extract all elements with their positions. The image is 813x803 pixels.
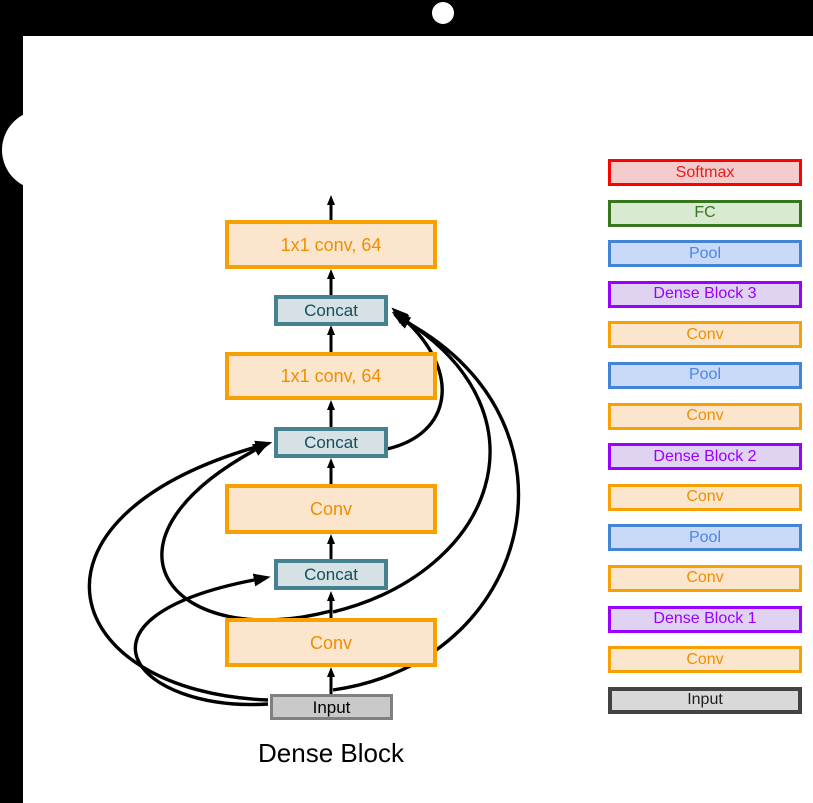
legend-conv-4: Conv bbox=[608, 402, 802, 430]
legend-conv-3: Conv bbox=[608, 483, 802, 511]
legend-softmax: Softmax bbox=[608, 159, 802, 186]
left-bulge-shape bbox=[2, 110, 82, 190]
block-concat-top: Concat bbox=[274, 295, 388, 326]
block-1x1-conv-mid: 1x1 conv, 64 bbox=[225, 352, 437, 400]
block-concat-bottom: Concat bbox=[274, 559, 388, 590]
block-concat-mid: Concat bbox=[274, 427, 388, 458]
legend-pool-1: Pool bbox=[608, 524, 802, 552]
legend-conv-2: Conv bbox=[608, 564, 802, 592]
block-conv-mid: Conv bbox=[225, 484, 437, 534]
top-dot-shape bbox=[432, 2, 454, 24]
legend-pool-3: Pool bbox=[608, 240, 802, 268]
diagram-title: Dense Block bbox=[258, 738, 404, 768]
legend-conv-1: Conv bbox=[608, 646, 802, 674]
legend-conv-5: Conv bbox=[608, 321, 802, 349]
block-1x1-conv-top: 1x1 conv, 64 bbox=[225, 220, 437, 269]
block-input: Input bbox=[270, 694, 393, 720]
block-conv-bottom: Conv bbox=[225, 618, 437, 667]
legend-pool-2: Pool bbox=[608, 361, 802, 389]
legend-dense-block-2: Dense Block 2 bbox=[608, 443, 802, 471]
legend-input: Input bbox=[608, 686, 802, 714]
legend-fc: FC bbox=[608, 199, 802, 227]
legend-dense-block-1: Dense Block 1 bbox=[608, 605, 802, 633]
architecture-stack: Softmax FC Pool Dense Block 3 Conv Pool … bbox=[608, 159, 802, 714]
legend-dense-block-3: Dense Block 3 bbox=[608, 280, 802, 308]
